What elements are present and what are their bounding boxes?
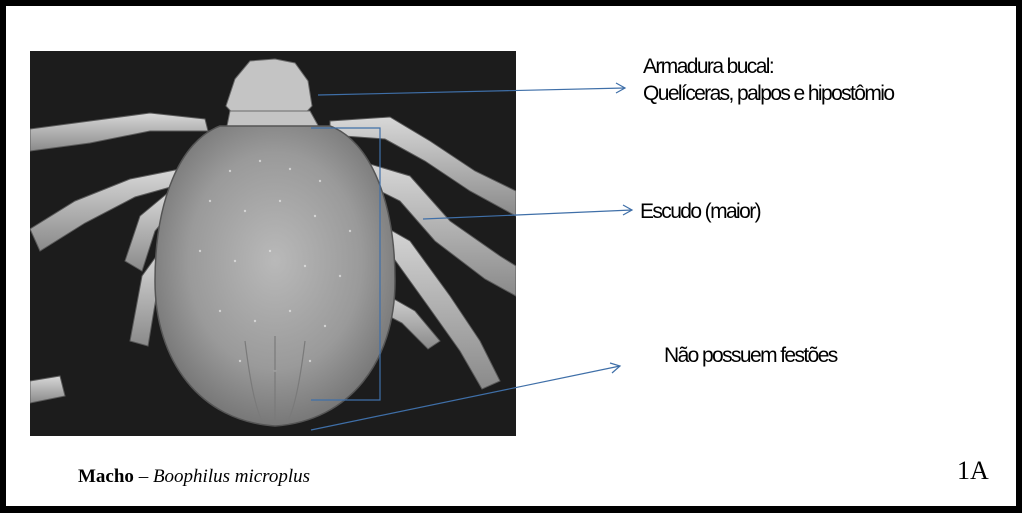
- shield-arrowhead: [623, 205, 632, 215]
- tick-micrograph: [30, 51, 516, 436]
- figure-caption: Macho – Boophilus microplus: [78, 466, 310, 488]
- caption-dash: –: [134, 466, 153, 487]
- frame-border-right: [1016, 0, 1022, 513]
- shield-label: Escudo (maior): [640, 200, 760, 224]
- festoons-label: Não possuem festões: [664, 344, 837, 368]
- festoons-arrowhead: [610, 363, 620, 373]
- frame-border-left: [0, 0, 6, 513]
- panel-id: 1A: [957, 456, 989, 486]
- frame-border-top: [0, 0, 1022, 6]
- caption-species: Boophilus microplus: [153, 466, 310, 487]
- caption-sex: Macho: [78, 466, 134, 487]
- mouthparts-arrowhead: [616, 83, 625, 93]
- mouthparts-label-line1: Armadura bucal:: [643, 55, 773, 79]
- mouthparts-label-line2: Quelíceras, palpos e hipostômio: [643, 82, 893, 106]
- tick-sem-icon: [30, 51, 516, 436]
- frame-border-bottom: [0, 506, 1022, 513]
